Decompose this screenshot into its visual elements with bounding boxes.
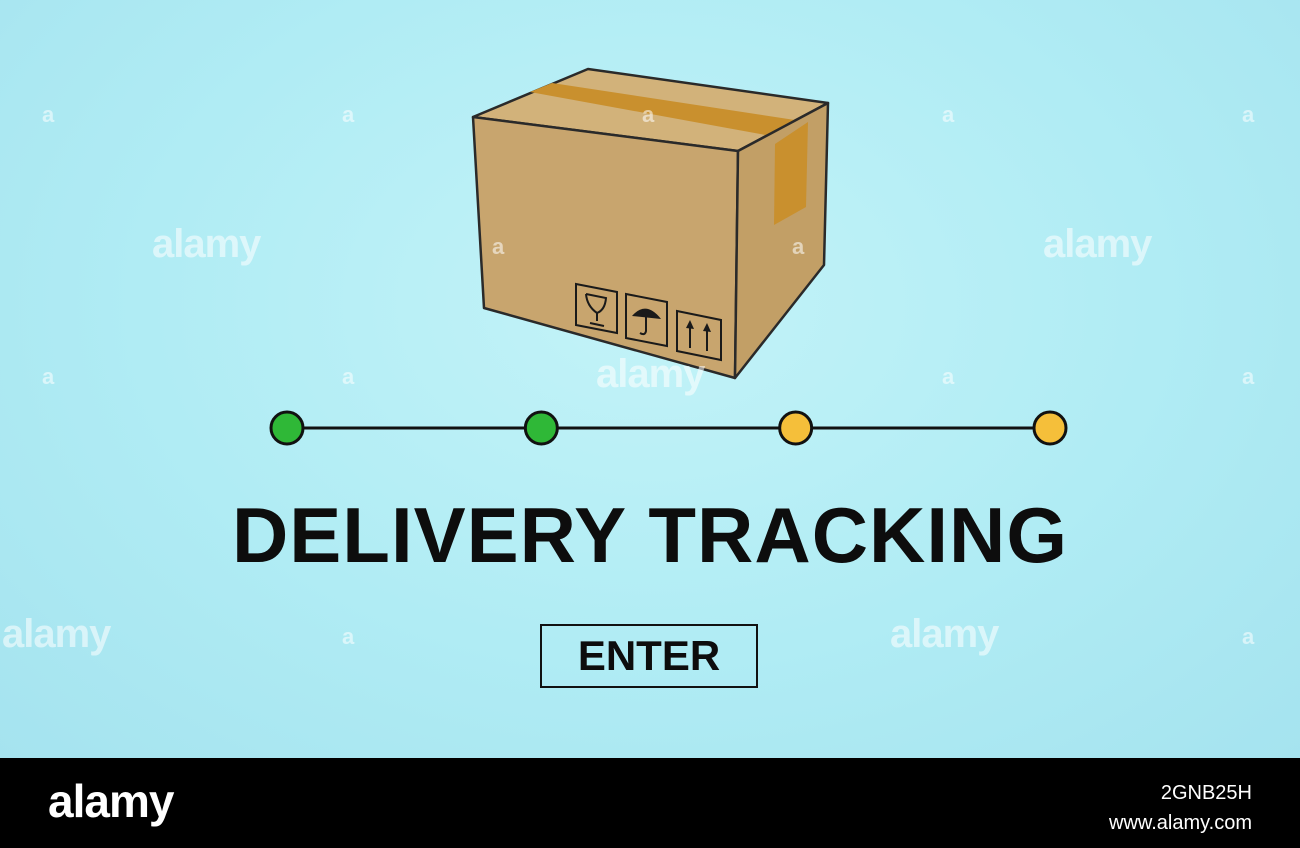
- footer-meta: 2GNB25H www.alamy.com: [1109, 778, 1252, 838]
- timeline-step-done: [523, 410, 559, 446]
- site-url: www.alamy.com: [1109, 812, 1252, 834]
- footer-logo: alamy: [48, 775, 174, 827]
- enter-button[interactable]: ENTER: [540, 624, 758, 688]
- timeline-step-pending: [1032, 410, 1068, 446]
- timeline-step-done: [269, 410, 305, 446]
- timeline-step-pending: [778, 410, 814, 446]
- image-id: 2GNB25H: [1160, 782, 1252, 804]
- tracking-timeline: [269, 410, 1068, 446]
- page-title: DELIVERY TRACKING: [231, 491, 1069, 579]
- footer-bar: alamy 2GNB25H www.alamy.com: [0, 758, 1300, 848]
